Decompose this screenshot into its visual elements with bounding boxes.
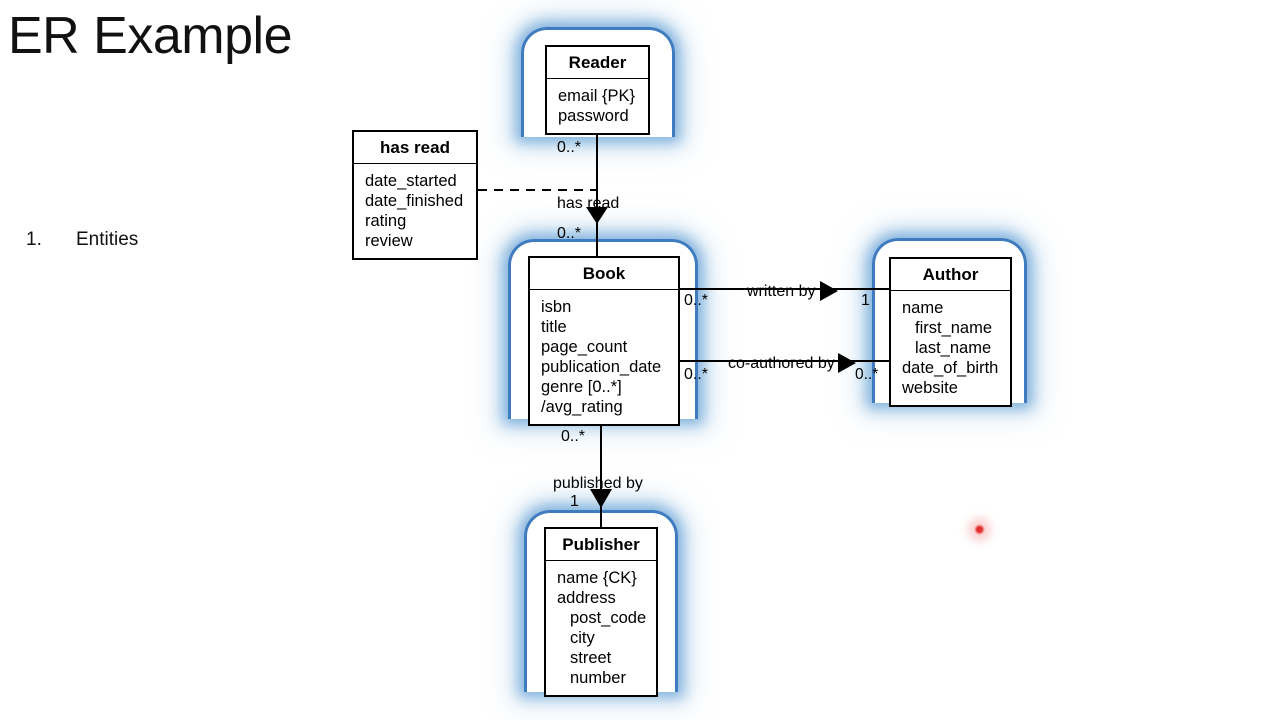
multiplicity-publisher-published-by: 1 [570, 493, 579, 510]
attribute: page_count [541, 338, 628, 356]
attribute: /avg_rating [541, 398, 623, 416]
attribute: address [557, 589, 616, 607]
attribute: city [570, 629, 595, 647]
attribute: name [902, 299, 944, 317]
attribute: date_finished [365, 192, 464, 210]
arrowhead-co-authored-by [838, 353, 856, 373]
association-label-written-by: written by [747, 283, 816, 300]
association-label-has-read: has read [557, 195, 620, 212]
highlight-glow-author [872, 238, 1027, 403]
page-title: ER Example [8, 7, 293, 65]
bullet-number: 1. [26, 229, 42, 250]
attribute: title [541, 318, 567, 336]
attribute: password [558, 107, 629, 125]
attribute: number [570, 669, 626, 687]
attribute: isbn [541, 298, 572, 316]
attribute: email {PK} [558, 87, 636, 105]
attribute: review [365, 232, 413, 250]
highlight-glow-reader [521, 27, 675, 137]
attribute: website [902, 379, 958, 397]
entity-author[interactable]: Author name first_name last_name date_of… [889, 257, 1012, 407]
entity-book[interactable]: Book isbn title page_count publication_d… [528, 256, 680, 426]
bullet-label: Entities [76, 229, 139, 250]
multiplicity-book-written-by: 0..* [684, 292, 709, 309]
entity-reader-attributes: email {PK} password [547, 79, 648, 133]
multiplicity-author-co-authored-by: 0..* [855, 366, 879, 383]
entity-publisher[interactable]: Publisher name {CK} address post_code ci… [544, 527, 658, 697]
multiplicity-book-co-authored-by: 0..* [684, 366, 709, 383]
multiplicity-reader-has-read: 0..* [557, 139, 582, 156]
entity-author-title: Author [891, 259, 1010, 291]
attribute: publication_date [541, 358, 662, 376]
attribute: date_of_birth [902, 359, 999, 377]
association-label-published-by: published by [553, 475, 643, 492]
entity-book-attributes: isbn title page_count publication_date g… [530, 290, 678, 424]
entity-publisher-attributes: name {CK} address post_code city street … [546, 561, 656, 695]
entity-author-attributes: name first_name last_name date_of_birth … [891, 291, 1010, 405]
entity-publisher-title: Publisher [546, 529, 656, 561]
attribute: last_name [915, 339, 992, 357]
entity-book-title: Book [530, 258, 678, 290]
attribute: name {CK} [557, 569, 637, 587]
multiplicity-book-published-by: 0..* [561, 428, 586, 445]
attribute: genre [0..*] [541, 378, 622, 396]
multiplicity-author-written-by: 1 [861, 292, 870, 309]
arrowhead-written-by [820, 281, 838, 301]
attribute: first_name [915, 319, 993, 337]
association-class-has-read-title: has read [354, 132, 476, 164]
highlight-glow-book [508, 239, 698, 419]
association-class-has-read-attributes: date_started date_finished rating review [354, 164, 476, 258]
attribute: street [570, 649, 612, 667]
attribute: post_code [570, 609, 647, 627]
association-class-has-read[interactable]: has read date_started date_finished rati… [352, 130, 478, 260]
multiplicity-book-has-read: 0..* [557, 225, 582, 242]
attribute: date_started [365, 172, 457, 190]
attribute: rating [365, 212, 407, 230]
entity-reader-title: Reader [547, 47, 648, 79]
association-label-co-authored-by: co-authored by [728, 355, 835, 372]
bullet-item-entities: 1. Entities [26, 229, 138, 251]
entity-reader[interactable]: Reader email {PK} password [545, 45, 650, 135]
laser-pointer-dot [974, 524, 985, 535]
